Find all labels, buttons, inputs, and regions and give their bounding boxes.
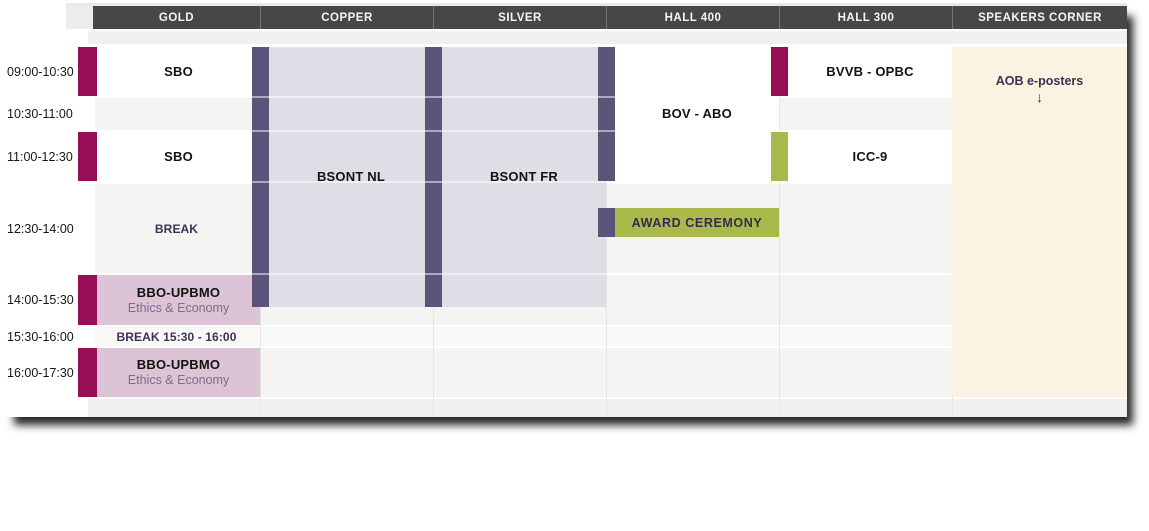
event-sbo-morning: SBO bbox=[78, 47, 260, 96]
event-accent-bar bbox=[252, 47, 269, 307]
event-body: BSONT FR bbox=[442, 47, 606, 307]
header-top-strip bbox=[66, 3, 1127, 6]
column-header-label: GOLD bbox=[158, 11, 195, 24]
event-label: BVVB - OPBC bbox=[826, 63, 914, 79]
event-label: BBO-UPBMO bbox=[136, 284, 221, 300]
column-header-copper: COPPER bbox=[260, 6, 433, 29]
break-label: BREAK bbox=[154, 221, 199, 236]
column-header-speakers: SPEAKERS CORNER bbox=[952, 6, 1127, 29]
event-body: AWARD CEREMONY bbox=[615, 208, 779, 237]
header-spacer-row bbox=[88, 31, 1127, 44]
event-label: ICC-9 bbox=[852, 148, 888, 164]
event-accent-bar bbox=[425, 47, 442, 307]
column-header-hall300: HALL 300 bbox=[779, 6, 952, 29]
column-header-label: HALL 400 bbox=[664, 11, 722, 24]
event-accent-bar bbox=[771, 132, 788, 181]
event-body: BOV - ABO bbox=[615, 47, 779, 181]
event-bsont-nl: BSONT NL bbox=[252, 47, 433, 307]
event-icc-9: ICC-9 bbox=[771, 132, 952, 181]
column-header-label: SILVER bbox=[498, 11, 542, 24]
event-label: AWARD CEREMONY bbox=[631, 215, 763, 230]
event-break-afternoon: BREAK 15:30 - 16:00 bbox=[93, 327, 260, 346]
event-sbo-late-morning: SBO bbox=[78, 132, 260, 181]
event-label: SBO bbox=[164, 63, 193, 79]
event-break-lunch: BREAK bbox=[93, 184, 260, 273]
event-body: BVVB - OPBC bbox=[788, 47, 952, 96]
event-body: BSONT NL bbox=[269, 47, 433, 307]
event-bov-abo: BOV - ABO bbox=[598, 47, 779, 181]
time-slot-label: 12:30-14:00 bbox=[7, 222, 74, 236]
event-accent-bar bbox=[598, 47, 615, 181]
row-separator-line bbox=[252, 181, 788, 183]
event-accent-bar bbox=[78, 348, 97, 397]
column-header-hall400: HALL 400 bbox=[606, 6, 779, 29]
time-slot-label: 10:30-11:00 bbox=[7, 107, 73, 121]
break-label: BREAK 15:30 - 16:00 bbox=[116, 329, 237, 344]
event-label: BBO-UPBMO bbox=[136, 357, 221, 372]
event-accent-bar bbox=[771, 47, 788, 96]
down-arrow-icon: ↓ bbox=[1036, 89, 1043, 105]
event-bvvb-opbc: BVVB - OPBC bbox=[771, 47, 952, 96]
time-slot-label: 09:00-10:30 bbox=[7, 65, 74, 79]
column-header-silver: SILVER bbox=[433, 6, 606, 29]
event-sublabel: Ethics & Economy bbox=[127, 373, 230, 387]
event-accent-bar bbox=[598, 208, 615, 237]
column-header-label: HALL 300 bbox=[837, 11, 895, 24]
grid-column-line bbox=[779, 47, 780, 417]
row-separator-line bbox=[252, 130, 788, 132]
column-header-gold: GOLD bbox=[93, 6, 260, 29]
event-accent-bar bbox=[78, 275, 97, 325]
time-slot-label: 16:00-17:30 bbox=[7, 366, 74, 380]
grid-row-bg bbox=[95, 327, 1127, 346]
event-body: SBO bbox=[97, 132, 260, 181]
row-separator-line bbox=[252, 96, 788, 98]
column-header-label: COPPER bbox=[321, 11, 373, 24]
event-accent-bar bbox=[78, 132, 97, 181]
schedule-table: GOLD COPPER SILVER HALL 400 HALL 300 SPEAKERS… bbox=[7, 3, 1127, 417]
time-slot-label: 11:00-12:30 bbox=[7, 150, 73, 164]
header-gap-cell bbox=[66, 6, 93, 29]
event-body: SBO bbox=[97, 47, 260, 96]
aob-eposters-label: AOB e-posters bbox=[995, 74, 1084, 88]
event-label: BOV - ABO bbox=[662, 106, 732, 121]
event-body: ICC-9 bbox=[788, 132, 952, 181]
time-slot-label: 15:30-16:00 bbox=[7, 330, 74, 344]
event-label: BSONT FR bbox=[489, 169, 559, 184]
event-label: SBO bbox=[164, 148, 193, 164]
column-header-label: SPEAKERS CORNER bbox=[978, 11, 1102, 24]
grid-bottom-spacer-row bbox=[88, 399, 1127, 417]
time-slot-label: 14:00-15:30 bbox=[7, 293, 74, 307]
event-accent-bar bbox=[78, 47, 97, 96]
speakers-corner-panel: AOB e-posters↓ bbox=[952, 47, 1127, 397]
event-bsont-fr: BSONT FR bbox=[425, 47, 606, 307]
event-sublabel: Ethics & Economy bbox=[127, 300, 230, 315]
event-award-ceremony: AWARD CEREMONY bbox=[598, 208, 779, 237]
event-label: BSONT NL bbox=[316, 169, 386, 184]
row-separator-line bbox=[252, 273, 788, 275]
